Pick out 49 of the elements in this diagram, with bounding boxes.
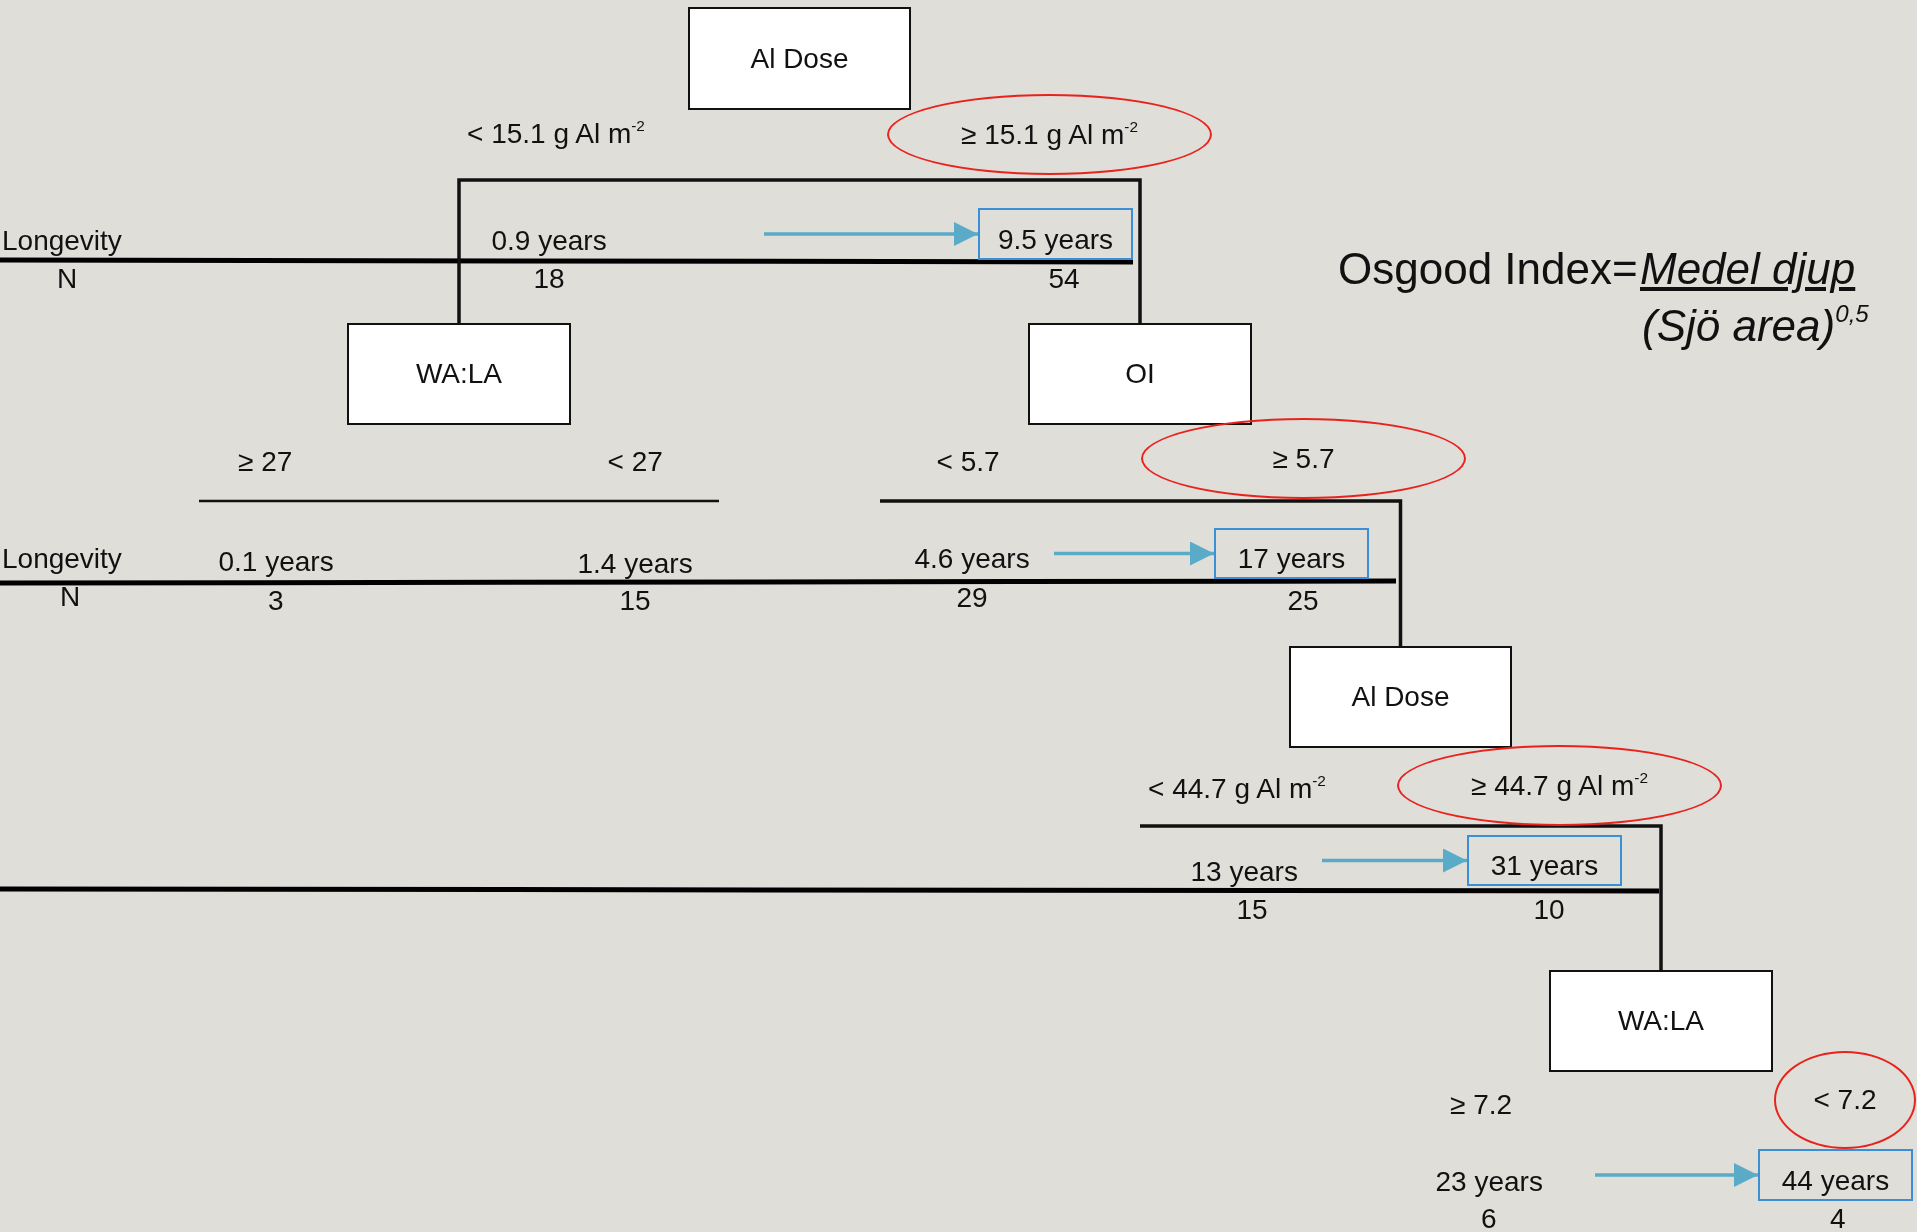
row-label: Longevity (2, 225, 122, 257)
arrow (1322, 848, 1467, 873)
sample-count: 10 (1533, 894, 1565, 926)
leaf-value: 4.6 years (914, 543, 1030, 575)
condition-ellipse: ≥ 15.1 g Al m$^{-2}$ (887, 94, 1212, 175)
result-box: 17 years (1214, 528, 1369, 579)
sample-count: 15 (619, 585, 651, 617)
condition-ellipse: ≥ 5.7 (1141, 418, 1466, 499)
result-box: 31 years (1467, 835, 1622, 886)
result-box: 44 years (1758, 1149, 1913, 1201)
sample-count: 3 (268, 585, 284, 617)
row-label: Longevity (2, 543, 122, 575)
connector-line (1138, 824, 1663, 970)
connector-line (457, 178, 1142, 323)
leaf-value: 0.1 years (218, 546, 334, 578)
split-node: WA:LA (1549, 970, 1773, 1072)
split-node: OI (1028, 323, 1252, 425)
arrow (764, 222, 978, 246)
sample-count: 15 (1236, 894, 1268, 926)
row-label: N (60, 581, 81, 613)
formula-numerator: Medel djup (1640, 245, 1856, 294)
formula-text: Osgood Index= (1338, 245, 1638, 294)
split-condition: < 5.7 (936, 446, 1000, 478)
sample-count: 18 (533, 263, 565, 295)
split-node: WA:LA (347, 323, 571, 425)
split-condition: ≥ 27 (238, 446, 293, 478)
sample-count: 54 (1048, 263, 1080, 295)
sample-count: 25 (1287, 585, 1319, 617)
result-box: 9.5 years (978, 208, 1133, 260)
leaf-value: 23 years (1435, 1166, 1543, 1198)
sample-count: 4 (1830, 1203, 1846, 1232)
split-condition: < 44.7 g Al m$^{-2}$ (1148, 773, 1326, 805)
condition-ellipse: < 7.2 (1774, 1051, 1916, 1149)
arrow (1054, 541, 1214, 566)
arrow (1595, 1163, 1758, 1187)
connector-line (878, 499, 1403, 646)
split-node: Al Dose (1289, 646, 1512, 748)
split-condition: < 27 (607, 446, 663, 478)
leaf-value: 0.9 years (491, 225, 607, 257)
row-label: N (57, 263, 78, 295)
sample-count: 29 (956, 582, 988, 614)
split-condition: ≥ 7.2 (1450, 1089, 1513, 1121)
leaf-value: 13 years (1190, 856, 1298, 888)
condition-ellipse: ≥ 44.7 g Al m$^{-2}$ (1397, 745, 1722, 826)
formula-denominator: (Sjö area)$^{0,5}$ (1642, 302, 1869, 351)
split-condition: < 15.1 g Al m$^{-2}$ (467, 118, 645, 150)
split-node: Al Dose (688, 7, 911, 110)
leaf-value: 1.4 years (577, 548, 693, 580)
sample-count: 6 (1481, 1203, 1497, 1232)
